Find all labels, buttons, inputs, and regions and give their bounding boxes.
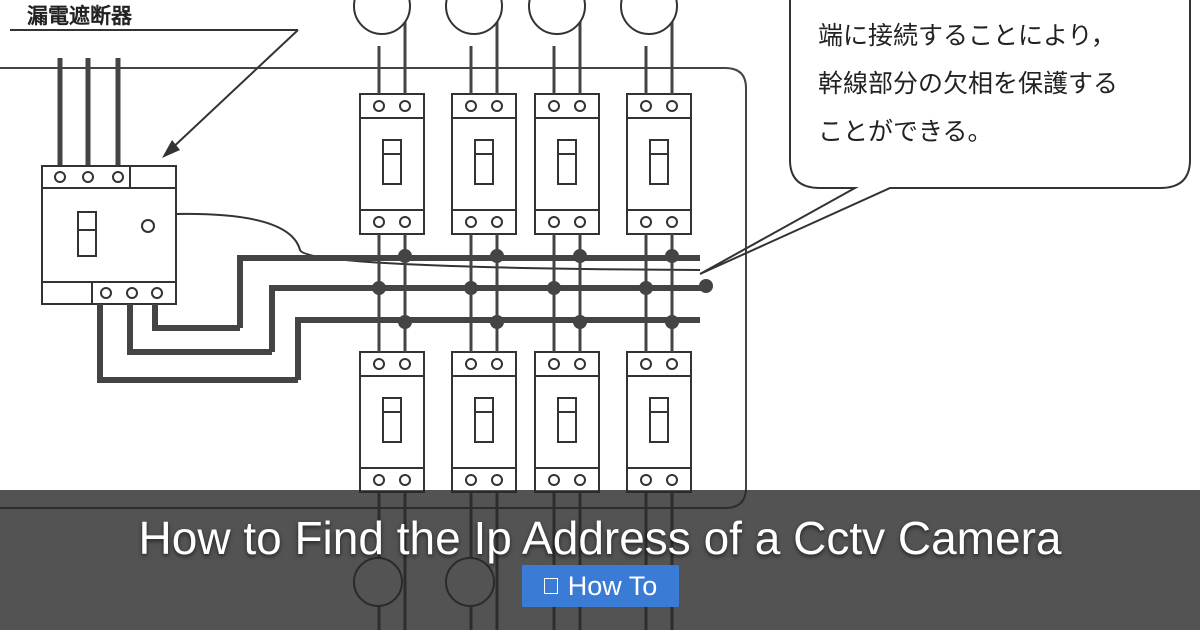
main-breaker [41,165,177,305]
pointer-arrow [167,29,299,153]
breaker-label: 漏電遮断器 [27,4,132,28]
callout-bubble [699,0,1191,275]
folder-icon [543,578,558,594]
category-badge[interactable]: How To [522,565,679,607]
article-title[interactable]: How to Find the Ip Address of a Cctv Cam… [138,512,1062,564]
callout-line: 幹線部分の欠相を保護する [818,69,1119,98]
callout-text: 端に接続することにより， 幹線部分の欠相を保護する ことができる。 [818,12,1188,156]
category-label: How To [567,570,658,601]
callout-line: ことができる。 [818,117,993,146]
callout-line: 端に接続することにより， [818,21,1116,50]
